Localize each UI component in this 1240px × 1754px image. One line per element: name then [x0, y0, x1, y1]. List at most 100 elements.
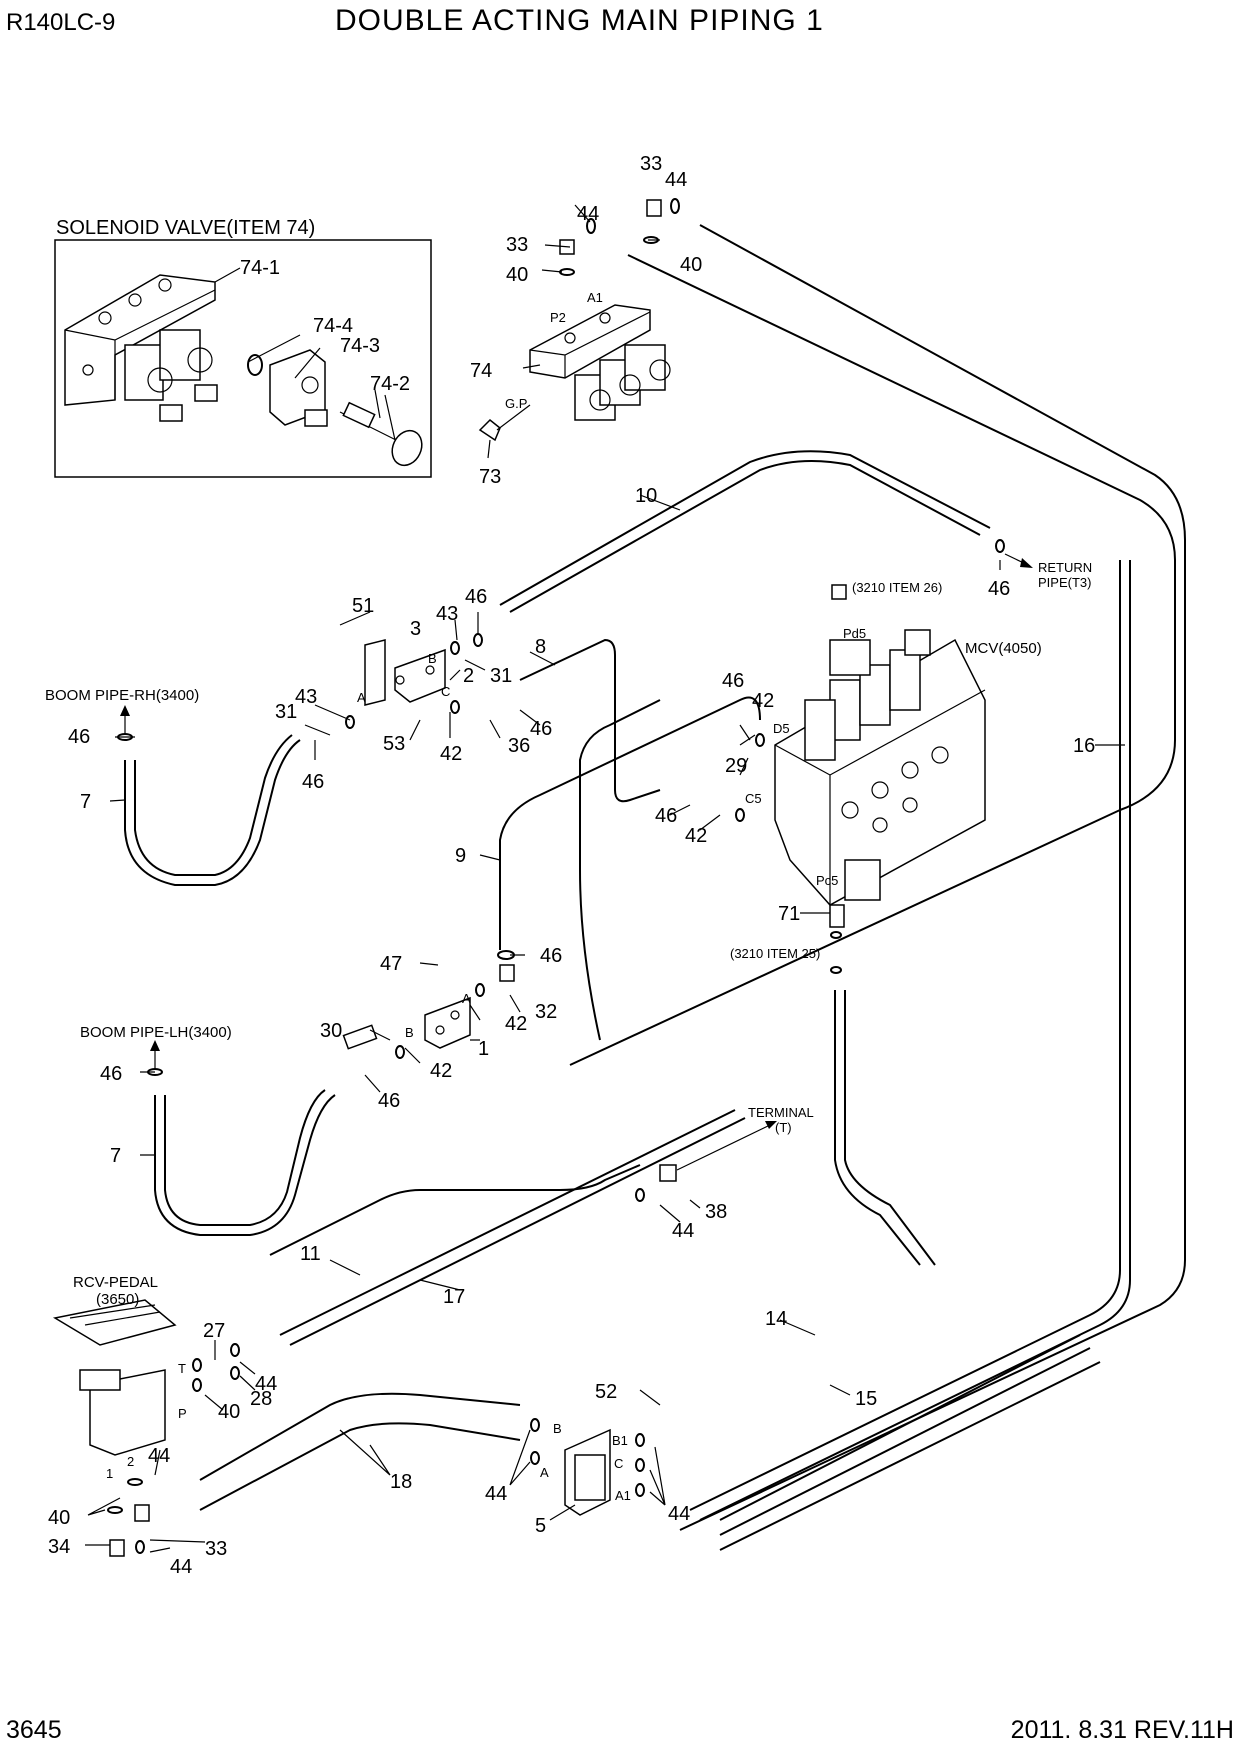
callout-46: 46 [655, 805, 677, 827]
solenoid-valve-inset: SOLENOID VALVE(ITEM 74) 74-1 74-4 74-3 7… [54, 217, 432, 478]
callout-33: 33 [506, 234, 528, 256]
callout-32: 32 [535, 1001, 557, 1023]
inset-label-74-1: 74-1 [240, 257, 280, 279]
callout-46: 46 [530, 718, 552, 740]
ref-item25-label: (3210 ITEM 25) [730, 946, 820, 961]
terminal-label-1: TERMINAL [748, 1105, 814, 1120]
callouts: 33 44 44 33 40 40 74 73 10 46 51 3 43 46… [48, 153, 1095, 1578]
port-c5: C5 [745, 791, 762, 806]
callout-28: 28 [250, 1388, 272, 1410]
callout-2: 2 [463, 665, 474, 687]
callout-46: 46 [68, 726, 90, 748]
callout-71: 71 [778, 903, 800, 925]
arrows [120, 553, 1033, 1171]
callout-44: 44 [485, 1483, 507, 1505]
port-b-lower: B [405, 1025, 414, 1040]
callout-31: 31 [275, 701, 297, 723]
callout-46: 46 [540, 945, 562, 967]
callout-47: 47 [380, 953, 402, 975]
callout-42: 42 [505, 1013, 527, 1035]
callout-46: 46 [465, 586, 487, 608]
callout-42: 42 [752, 690, 774, 712]
port-b-upper: B [428, 651, 437, 666]
callout-46: 46 [378, 1090, 400, 1112]
return-pipe-label-1: RETURN [1038, 560, 1092, 575]
callout-33: 33 [640, 153, 662, 175]
callout-40: 40 [218, 1401, 240, 1423]
callout-9: 9 [455, 845, 466, 867]
callout-73: 73 [479, 466, 501, 488]
port-2: 2 [127, 1454, 134, 1469]
callout-74: 74 [470, 360, 492, 382]
port-b-block: B [553, 1421, 562, 1436]
port-pc5: Pc5 [816, 873, 838, 888]
solenoid-valve-74: A1 P2 G.P [478, 290, 671, 442]
callout-17: 17 [443, 1286, 465, 1308]
return-pipe-label-2: PIPE(T3) [1038, 575, 1091, 590]
callout-1: 1 [478, 1038, 489, 1060]
rcv-pedal-label-2: (3650) [96, 1291, 139, 1308]
callout-44: 44 [148, 1445, 170, 1467]
callout-40: 40 [48, 1507, 70, 1529]
callout-29: 29 [725, 755, 747, 777]
page-title: DOUBLE ACTING MAIN PIPING 1 [335, 4, 824, 37]
callout-34: 34 [48, 1536, 70, 1558]
callout-42: 42 [440, 743, 462, 765]
port-p: P [178, 1406, 187, 1421]
port-a1-top: A1 [587, 290, 603, 305]
callout-18: 18 [390, 1471, 412, 1493]
callout-53: 53 [383, 733, 405, 755]
callout-44: 44 [672, 1220, 694, 1242]
inset-title: SOLENOID VALVE(ITEM 74) [56, 217, 315, 239]
port-d5: D5 [773, 721, 790, 736]
pipe-network [124, 224, 1186, 1551]
callout-10: 10 [635, 485, 657, 507]
callout-leaders [85, 204, 1125, 1553]
page-number: 3645 [6, 1716, 62, 1744]
port-c-block: C [614, 1456, 623, 1471]
callout-40: 40 [506, 264, 528, 286]
inset-label-74-3: 74-3 [340, 335, 380, 357]
callout-30: 30 [320, 1020, 342, 1042]
callout-43: 43 [295, 686, 317, 708]
port-pd5: Pd5 [843, 626, 866, 641]
callout-16: 16 [1073, 735, 1095, 757]
callout-31: 31 [490, 665, 512, 687]
rcv-pedal-label-1: RCV-PEDAL [73, 1274, 158, 1291]
port-b1: B1 [612, 1433, 628, 1448]
callout-8: 8 [535, 636, 546, 658]
port-a-lower: A [462, 991, 471, 1006]
callout-42: 42 [430, 1060, 452, 1082]
callout-46: 46 [988, 578, 1010, 600]
callout-7: 7 [110, 1145, 121, 1167]
mcv-label: MCV(4050) [965, 640, 1042, 657]
callout-3: 3 [410, 618, 421, 640]
callout-40: 40 [680, 254, 702, 276]
callout-44: 44 [255, 1373, 277, 1395]
port-a-upper: A [357, 690, 366, 705]
ref-item26-label: (3210 ITEM 26) [852, 580, 942, 595]
port-p2: P2 [550, 310, 566, 325]
callout-5: 5 [535, 1515, 546, 1537]
callout-42: 42 [685, 825, 707, 847]
callout-43: 43 [436, 603, 458, 625]
terminal-label-2: (T) [775, 1120, 792, 1135]
callout-7: 7 [80, 791, 91, 813]
callout-33: 33 [205, 1538, 227, 1560]
port-a1-block: A1 [615, 1488, 631, 1503]
callout-46: 46 [722, 670, 744, 692]
callout-44: 44 [668, 1503, 690, 1525]
revision-label: 2011. 8.31 REV.11H [1011, 1716, 1234, 1744]
port-1: 1 [106, 1466, 113, 1481]
callout-52: 52 [595, 1381, 617, 1403]
callout-46: 46 [302, 771, 324, 793]
port-gp: G.P [505, 396, 527, 411]
inset-label-74-4: 74-4 [313, 315, 353, 337]
callout-44: 44 [577, 203, 599, 225]
callout-11: 11 [300, 1243, 321, 1265]
callout-51: 51 [352, 595, 374, 617]
mcv-valve: MCV(4050) Pd5 D5 C5 Pc5 [745, 626, 1042, 906]
callout-44: 44 [170, 1556, 192, 1578]
callout-14: 14 [765, 1308, 787, 1330]
